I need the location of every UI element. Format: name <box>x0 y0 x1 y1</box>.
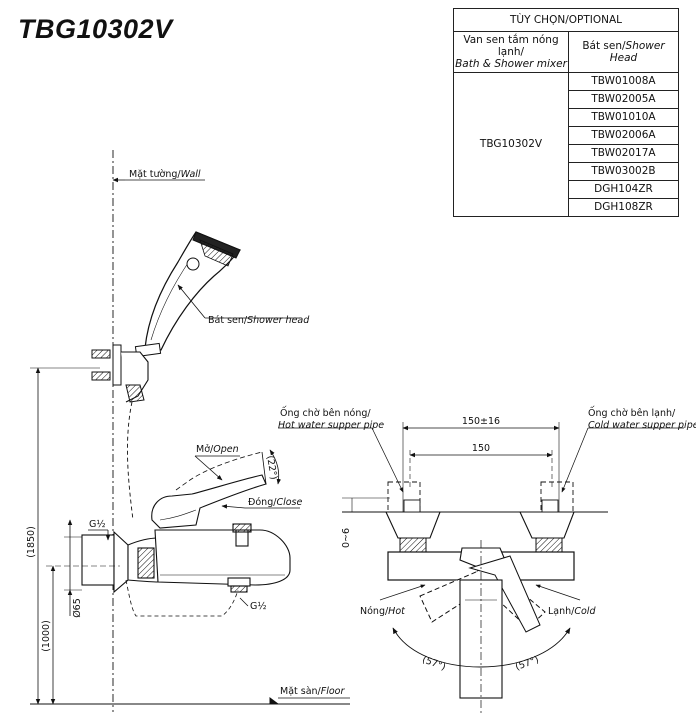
label-hot-supply-vn: Ống chờ bên nóng/ <box>280 406 371 419</box>
options-shower-head: TBW01010A <box>568 108 679 127</box>
label-hot: Nóng/Hot <box>360 606 406 617</box>
label-floor: Mặt sàn/Floor <box>280 686 345 697</box>
label-open: Mở/Open <box>196 444 239 455</box>
options-shower-head: DGH104ZR <box>568 180 679 199</box>
shower-hose <box>127 401 134 521</box>
label-thread-inlet: G½ <box>89 519 106 530</box>
front-view <box>278 422 684 715</box>
dim-mixer-height: (1000) <box>41 620 52 652</box>
model-title: TBG10302V <box>18 14 173 44</box>
options-table-title: TÙY CHỌN/OPTIONAL <box>453 8 679 32</box>
label-cold-supply-en: Cold water supper pipe <box>588 420 696 431</box>
options-shower-head: TBW02017A <box>568 144 679 163</box>
options-header-mixer-vn: Van sen tắm nóng lạnh/ <box>463 34 559 58</box>
options-shower-head: TBW01008A <box>568 72 679 91</box>
dim-total-height: (1850) <box>26 526 37 558</box>
options-header-shower-en: Shower Head <box>609 40 665 64</box>
options-mixer-model: TBG10302V <box>453 72 569 217</box>
label-shower-head: Bát sen/Shower head <box>208 315 310 326</box>
label-close: Đóng/Close <box>248 497 302 508</box>
mixer-lever <box>151 451 267 529</box>
dim-spacing-range: 150±16 <box>462 416 500 427</box>
options-shower-head: TBW02006A <box>568 126 679 145</box>
options-header-mixer-en: Bath & Shower mixer <box>455 58 567 70</box>
options-shower-head: TBW03002B <box>568 162 679 181</box>
dim-body-diameter: Ø65 <box>72 598 83 618</box>
dim-spacing: 150 <box>472 443 490 454</box>
wall-bracket <box>91 344 149 403</box>
options-header-shower-vn: Bát sen/ <box>582 40 626 52</box>
shower-head-drawing <box>134 231 241 358</box>
options-table: TÙY CHỌN/OPTIONAL Van sen tắm nóng lạnh/… <box>453 8 679 217</box>
label-hot-supply-en: Hot water supper pipe <box>278 420 384 431</box>
options-header-shower: Bát sen/Shower Head <box>568 31 679 73</box>
label-cold: Lạnh/Cold <box>548 606 596 617</box>
label-wall: Mặt tường/Wall <box>129 169 201 180</box>
options-header-mixer: Van sen tắm nóng lạnh/ Bath & Shower mix… <box>453 31 569 73</box>
mixer-body-side <box>81 523 291 617</box>
dim-cold-angle: (57°) <box>514 654 541 673</box>
label-thread-outlet: G½ <box>250 601 267 612</box>
dim-wall-gap: 0~6 <box>341 528 352 548</box>
dim-hot-angle: (57°) <box>421 654 448 673</box>
side-view <box>30 150 350 712</box>
options-shower-head: DGH108ZR <box>568 198 679 217</box>
label-lever-angle: (22°) <box>264 455 279 481</box>
label-cold-supply-vn: Ống chờ bên lạnh/ <box>588 406 676 419</box>
